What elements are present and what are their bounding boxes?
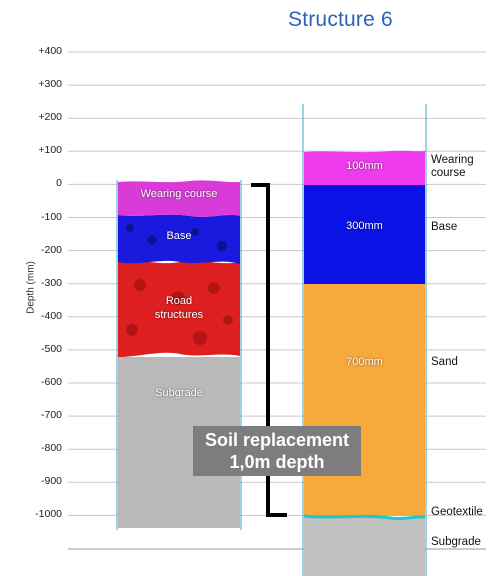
y-tick-label: +200: [38, 111, 62, 124]
y-tick-label: -200: [40, 243, 62, 256]
right-geotextile-layer: [303, 514, 426, 521]
y-tick-label: -800: [40, 442, 62, 455]
left-aggregate-texture: [126, 224, 233, 345]
soil-replacement-callout: Soil replacement 1,0m depth: [193, 426, 361, 476]
y-tick-label: -900: [40, 475, 62, 488]
left-road-structures-label: Road structures: [154, 295, 204, 321]
soil-replacement-bracket: [251, 183, 287, 517]
right-column: [302, 104, 427, 576]
left-base-label: Base: [166, 230, 192, 242]
y-tick-label: -700: [40, 409, 62, 422]
callout-line-1: Soil replacement: [204, 430, 350, 450]
right-subgrade-layer: [304, 517, 425, 576]
side-label-sand: Sand: [431, 356, 458, 368]
y-tick-label: +400: [38, 45, 62, 57]
callout-line-2: 1,0m depth: [229, 452, 325, 472]
y-tick-label: -100: [40, 210, 62, 223]
right-wearing-course-layer: [304, 150, 425, 185]
right-base-thickness: 300mm: [346, 220, 383, 232]
right-sand-layer: [304, 283, 425, 516]
y-tick-label: -400: [40, 309, 62, 322]
left-wearing-course-label: Wearing course: [140, 188, 218, 200]
side-label-subgrade: Subgrade: [431, 536, 481, 548]
y-tick-label: -300: [40, 276, 62, 289]
y-tick-label: -500: [40, 342, 62, 355]
left-base-layer: [118, 214, 240, 264]
right-base-layer: [304, 184, 425, 284]
y-tick-label: -1000: [35, 508, 62, 521]
left-column: [116, 180, 242, 530]
y-tick-label: +100: [38, 144, 62, 157]
side-label-geotextile: Geotextile: [431, 506, 483, 518]
left-wearing-course-layer: [118, 180, 240, 217]
side-label-base: Base: [431, 221, 458, 233]
left-subgrade-layer: [118, 357, 240, 528]
left-road-structures-layer: [118, 260, 240, 357]
y-tick-label: +300: [38, 78, 62, 91]
right-wearing-course-thickness: 100mm: [346, 160, 383, 172]
y-tick-label: 0: [56, 177, 62, 190]
right-sand-thickness: 700mm: [346, 356, 383, 368]
side-label-wearing-course: Wearing course: [431, 154, 474, 179]
left-subgrade-label: Subgrade: [155, 387, 203, 399]
y-tick-label: -600: [40, 376, 62, 388]
diagram-title: Structure 6: [288, 8, 393, 31]
